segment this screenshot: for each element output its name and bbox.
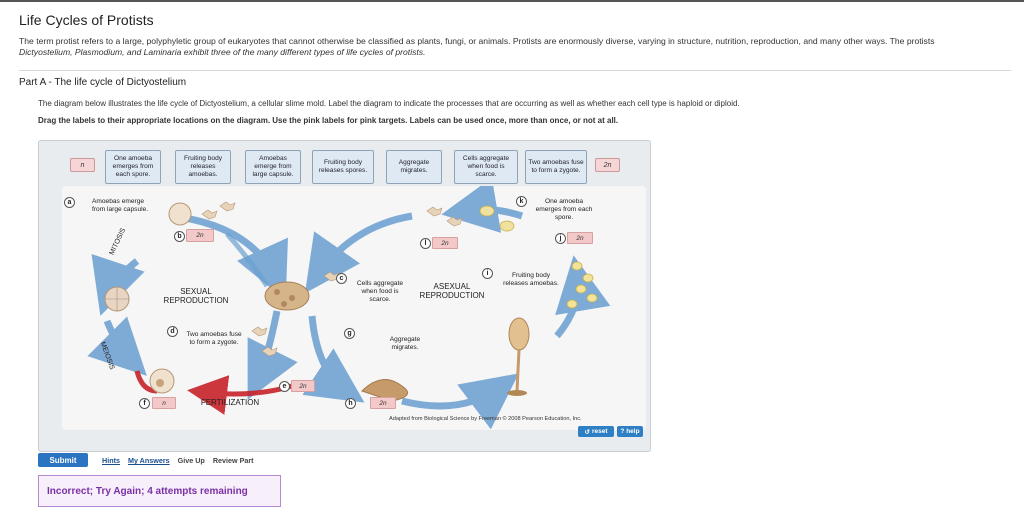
label-k: One amoeba emerges from each spore. bbox=[535, 198, 593, 221]
label-i: Fruiting body releases amoebas. bbox=[503, 272, 559, 287]
marker-j: j bbox=[555, 233, 566, 244]
drag-instructions: Drag the labels to their appropriate loc… bbox=[38, 116, 619, 125]
label-a: Amoebas emerge from large capsule. bbox=[92, 198, 149, 213]
marker-h: h bbox=[345, 398, 356, 409]
intro-line-2: Dictyostelium, Plasmodium, and Laminaria… bbox=[19, 47, 426, 57]
label-tile-cells-aggregate[interactable]: Cells aggregate when food is scarce. bbox=[454, 150, 518, 184]
target-b[interactable]: 2n bbox=[186, 229, 214, 242]
marker-l: l bbox=[420, 238, 431, 249]
label-tile-amoebas-emerge[interactable]: Amoebas emerge from large capsule. bbox=[245, 150, 301, 184]
page-title: Life Cycles of Protists bbox=[19, 12, 154, 28]
marker-i: i bbox=[482, 268, 493, 279]
marker-g: g bbox=[344, 328, 355, 339]
fertilization-label: FERTILIZATION bbox=[200, 398, 260, 407]
submit-button[interactable]: Submit bbox=[38, 453, 88, 467]
marker-a: a bbox=[64, 197, 75, 208]
intro-text: The term protist refers to a large, poly… bbox=[19, 36, 1009, 58]
sexual-reproduction-label: SEXUAL REPRODUCTION bbox=[163, 287, 229, 305]
label-c: Cells aggregate when food is scarce. bbox=[356, 280, 404, 303]
life-cycle-drawing bbox=[87, 186, 611, 430]
my-answers-link[interactable]: My Answers bbox=[127, 456, 170, 465]
reset-icon: ↺ bbox=[584, 428, 590, 436]
marker-f: f bbox=[139, 398, 150, 409]
reset-button[interactable]: ↺reset bbox=[578, 426, 614, 437]
label-g: Aggregate migrates. bbox=[389, 336, 421, 351]
target-j[interactable]: 2n bbox=[567, 232, 593, 244]
give-up-link[interactable]: Give Up bbox=[177, 456, 205, 465]
label-d: Two amoebas fuse to form a zygote. bbox=[186, 331, 242, 346]
label-tile-aggregate-migrates[interactable]: Aggregate migrates. bbox=[386, 150, 442, 184]
help-button[interactable]: ? help bbox=[617, 426, 643, 437]
target-e[interactable]: 2n bbox=[291, 380, 315, 392]
marker-d: d bbox=[167, 326, 178, 337]
top-border bbox=[0, 0, 1024, 2]
part-description: The diagram below illustrates the life c… bbox=[38, 99, 740, 108]
label-tile-fruiting-releases-amoebas[interactable]: Fruiting body releases amoebas. bbox=[175, 150, 231, 184]
label-tile-one-amoeba[interactable]: One amoeba emerges from each spore. bbox=[105, 150, 161, 184]
intro-line-1: The term protist refers to a large, poly… bbox=[19, 36, 935, 46]
label-tile-fruiting-releases-spores[interactable]: Fruiting body releases spores. bbox=[312, 150, 374, 184]
footer-links: Hints My Answers Give Up Review Part bbox=[102, 456, 260, 465]
review-part-link[interactable]: Review Part bbox=[212, 456, 254, 465]
divider bbox=[19, 70, 1011, 71]
asexual-reproduction-label: ASEXUAL REPRODUCTION bbox=[419, 282, 485, 300]
part-a-heading: Part A - The life cycle of Dictyostelium bbox=[19, 77, 187, 88]
marker-b: b bbox=[174, 231, 185, 242]
target-f[interactable]: n bbox=[152, 397, 176, 409]
reset-label: reset bbox=[591, 428, 608, 435]
marker-k: k bbox=[516, 196, 527, 207]
marker-c: c bbox=[336, 273, 347, 284]
label-tile-n[interactable]: n bbox=[70, 158, 95, 172]
target-h[interactable]: 2n bbox=[370, 397, 396, 409]
label-tile-two-amoebas-fuse[interactable]: Two amoebas fuse to form a zygote. bbox=[525, 150, 587, 184]
marker-e: e bbox=[279, 381, 290, 392]
hints-link[interactable]: Hints bbox=[102, 456, 120, 465]
target-l[interactable]: 2n bbox=[432, 237, 458, 249]
image-credit: Adapted from Biological Science by Freem… bbox=[389, 416, 582, 422]
label-tile-2n[interactable]: 2n bbox=[595, 158, 620, 172]
feedback-message: Incorrect; Try Again; 4 attempts remaini… bbox=[38, 475, 281, 507]
